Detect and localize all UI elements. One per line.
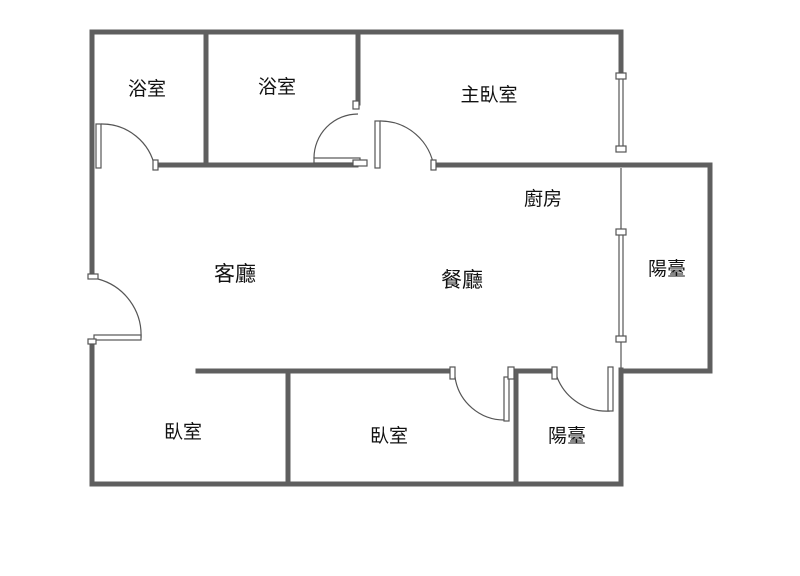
window-balcony-right xyxy=(615,168,627,368)
room-label-master-bedroom: 主臥室 xyxy=(460,84,517,106)
room-label-bath-middle: 浴室 xyxy=(258,76,296,98)
walls xyxy=(89,29,713,487)
room-label-balcony-right: 陽臺 xyxy=(648,258,686,280)
room-labels: 浴室 浴室 主臥室 廚房 客廳 餐廳 陽臺 臥室 臥室 陽臺 xyxy=(128,76,686,447)
window-master-bedroom xyxy=(615,72,627,153)
door-master-bedroom xyxy=(374,120,437,171)
room-label-living-room: 客廳 xyxy=(214,262,256,286)
room-label-bedroom-middle: 臥室 xyxy=(370,425,408,447)
room-label-kitchen: 廚房 xyxy=(524,187,562,210)
doors xyxy=(87,100,614,422)
door-bedroom-middle xyxy=(449,366,515,422)
door-balcony-bottom xyxy=(551,366,614,412)
door-entrance xyxy=(87,273,142,345)
room-label-dining-room: 餐廳 xyxy=(441,268,483,292)
windows xyxy=(615,72,627,368)
room-label-balcony-bottom: 陽臺 xyxy=(548,425,586,447)
door-bath-middle xyxy=(313,100,368,167)
room-label-bedroom-left: 臥室 xyxy=(164,421,202,443)
room-label-bath-left: 浴室 xyxy=(128,78,166,100)
door-bath-left xyxy=(95,123,159,171)
